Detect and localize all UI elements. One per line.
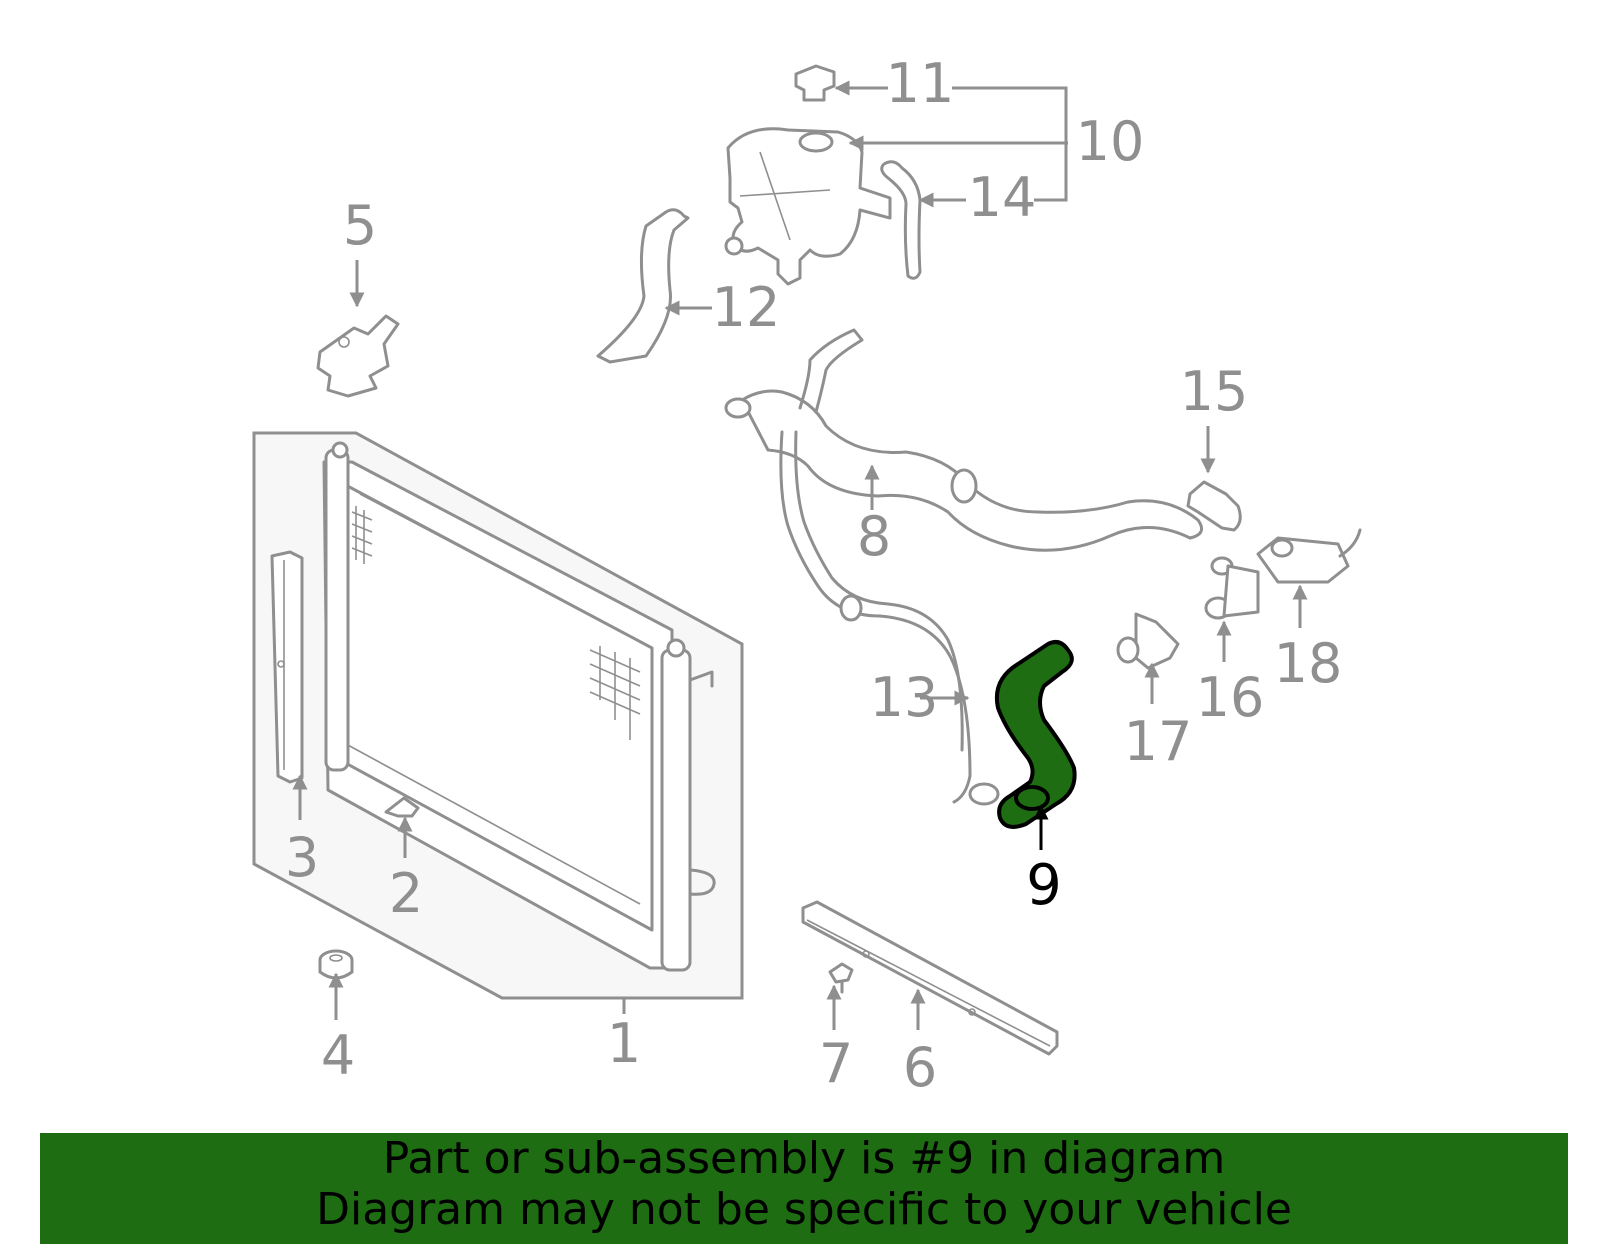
radiator-hose-part-9[interactable] bbox=[995, 640, 1077, 829]
seal-part-6[interactable] bbox=[801, 900, 1059, 1056]
callout-15: 15 bbox=[1180, 360, 1249, 423]
callout-16: 16 bbox=[1196, 666, 1265, 729]
reservoir-cap-part-11[interactable] bbox=[794, 64, 836, 102]
sensor-part-15[interactable] bbox=[1186, 480, 1242, 532]
callout-5: 5 bbox=[343, 194, 377, 257]
flange-part-17[interactable] bbox=[1116, 612, 1180, 670]
leader-lines bbox=[292, 80, 1308, 1030]
callout-13: 13 bbox=[870, 666, 939, 729]
radiator-assembly[interactable] bbox=[252, 431, 744, 1000]
callout-labels: 1 2 3 4 5 6 7 8 9 10 11 12 13 14 15 16 1… bbox=[285, 52, 1343, 1099]
clip-part-2[interactable] bbox=[384, 796, 420, 818]
thermostat-housing-part-16[interactable] bbox=[1204, 556, 1260, 620]
callout-8: 8 bbox=[857, 505, 891, 568]
callout-10: 10 bbox=[1076, 110, 1145, 173]
banner-line-1: Part or sub-assembly is #9 in diagram bbox=[382, 1133, 1226, 1184]
callout-6: 6 bbox=[903, 1036, 937, 1099]
outlet-part-18[interactable] bbox=[1256, 528, 1362, 584]
callout-9: 9 bbox=[1026, 853, 1062, 918]
callout-4: 4 bbox=[321, 1024, 355, 1087]
small-hose-part-14[interactable] bbox=[880, 160, 922, 280]
reservoir-tank-part-10[interactable] bbox=[724, 127, 892, 286]
callout-11: 11 bbox=[886, 52, 955, 115]
lower-hose-part-13[interactable] bbox=[779, 430, 1000, 806]
mount-part-5[interactable] bbox=[316, 314, 400, 398]
callout-17: 17 bbox=[1124, 710, 1193, 773]
callout-14: 14 bbox=[968, 166, 1037, 229]
grommet-part-4[interactable] bbox=[318, 949, 354, 980]
info-banner: Part or sub-assembly is #9 in diagram Di… bbox=[40, 1133, 1568, 1244]
callout-12: 12 bbox=[712, 276, 781, 339]
bracket-part-3[interactable] bbox=[270, 550, 304, 784]
callout-18: 18 bbox=[1274, 632, 1343, 695]
upper-hose-part-8[interactable] bbox=[724, 328, 1204, 552]
callout-2: 2 bbox=[389, 862, 423, 925]
callout-3: 3 bbox=[285, 826, 319, 889]
overflow-hose-part-12[interactable] bbox=[596, 208, 690, 364]
callout-7: 7 bbox=[819, 1032, 853, 1095]
banner-line-2: Diagram may not be specific to your vehi… bbox=[316, 1184, 1292, 1235]
callout-1: 1 bbox=[607, 1012, 641, 1075]
clip-part-7[interactable] bbox=[828, 962, 854, 994]
